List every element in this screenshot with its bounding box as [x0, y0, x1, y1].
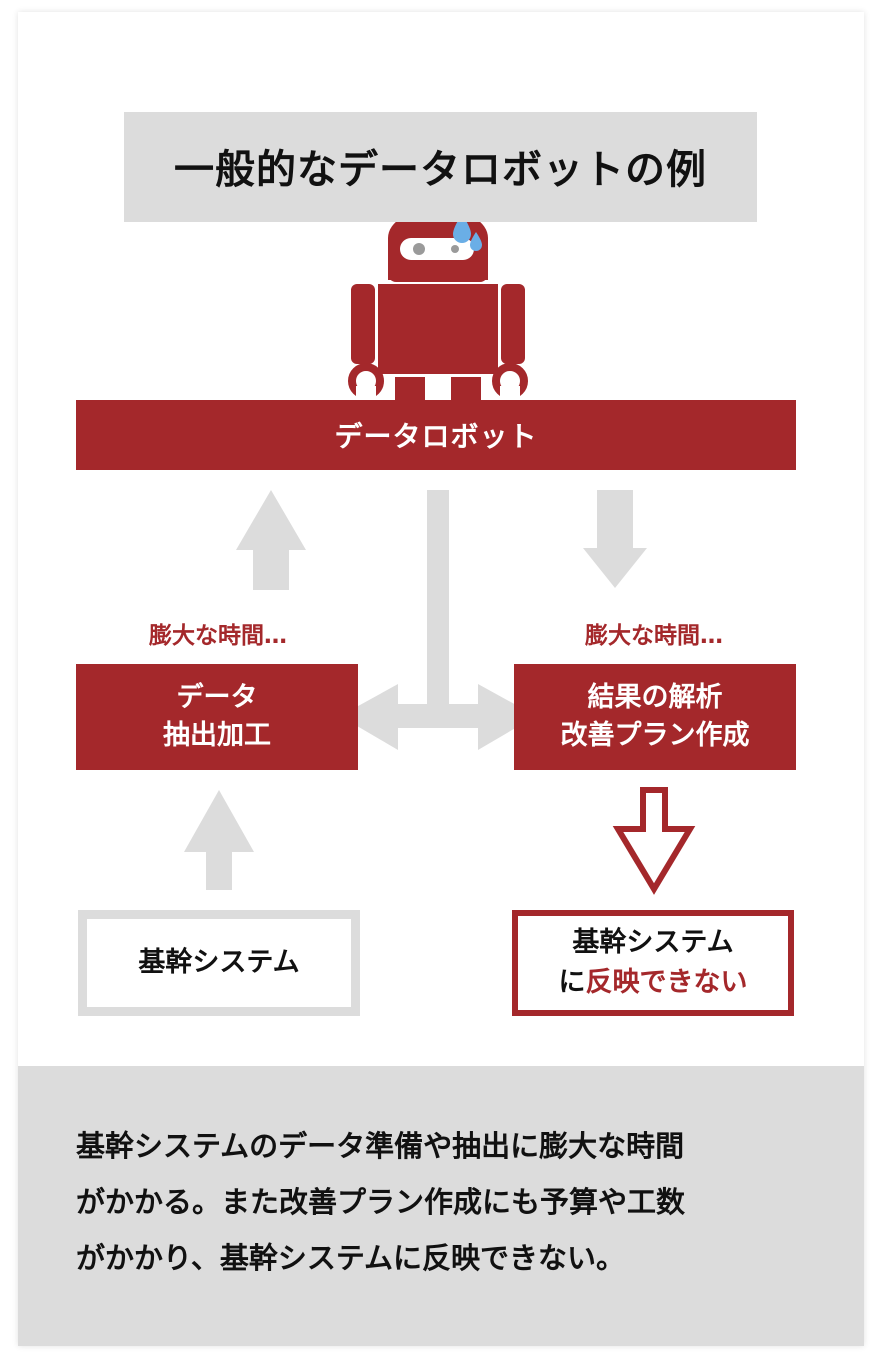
core-system-label: 基幹システム — [138, 947, 300, 978]
title-box: 一般的なデータロボットの例 — [124, 112, 757, 222]
footer-text: 基幹システムのデータ準備や抽出に膨大な時間 がかかる。また改善プラン作成にも予算… — [76, 1118, 816, 1286]
extract-box-line1: データ — [176, 682, 258, 713]
page-title: 一般的なデータロボットの例 — [174, 147, 707, 193]
footer-line-1: 基幹システムのデータ準備や抽出に膨大な時間 — [76, 1129, 685, 1163]
not-reflected-box: 基幹システム に反映できない — [512, 910, 794, 1016]
right-time-label: 膨大な時間… — [585, 623, 723, 649]
not-reflected-line1: 基幹システム — [572, 927, 734, 958]
robot-banner: データロボット — [76, 400, 796, 470]
analysis-box: 結果の解析 改善プラン作成 — [514, 664, 796, 770]
up-arrow-upper — [236, 490, 306, 590]
center-connector — [427, 490, 449, 708]
not-reflected-highlight: 反映できない — [585, 967, 748, 998]
down-arrow-upper — [583, 490, 647, 588]
analysis-box-line2: 改善プラン作成 — [560, 720, 750, 751]
double-arrow — [340, 684, 536, 750]
extract-box: データ 抽出加工 — [76, 664, 358, 770]
not-reflected-line2: に反映できない — [558, 967, 748, 998]
analysis-box-line1: 結果の解析 — [587, 682, 723, 713]
core-system-box: 基幹システム — [78, 910, 360, 1016]
down-arrow-outline — [612, 787, 696, 895]
left-time-label: 膨大な時間… — [149, 623, 287, 649]
footer-line-3: がかかり、基幹システムに反映できない。 — [76, 1241, 625, 1275]
sweat-drop-icon — [453, 214, 471, 243]
extract-box-line2: 抽出加工 — [163, 720, 271, 751]
up-arrow-lower — [184, 790, 254, 890]
robot-icon — [348, 208, 528, 401]
footer-panel: 基幹システムのデータ準備や抽出に膨大な時間 がかかる。また改善プラン作成にも予算… — [18, 1066, 864, 1346]
footer-line-2: がかかる。また改善プラン作成にも予算や工数 — [76, 1185, 686, 1219]
